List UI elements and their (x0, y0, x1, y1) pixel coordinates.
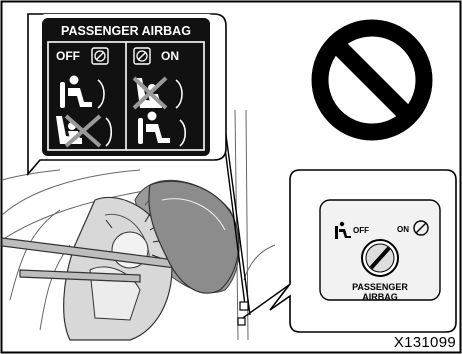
label-title: PASSENGER AIRBAG (61, 24, 191, 38)
figure-code: X131099 (394, 334, 456, 351)
indicator-location-marker (240, 302, 248, 310)
indicator-on-text: ON (397, 225, 409, 234)
airbag-label-callout: PASSENGER AIRBAG OFF ON (28, 14, 226, 174)
indicator-caption-line1: PASSENGER (352, 282, 408, 292)
indicator-closeup-callout: OFF ON PASSENGER AIRBAG (270, 170, 456, 332)
indicator-location-marker-2 (238, 318, 245, 325)
label-on-text: ON (161, 49, 179, 63)
key-switch-icon[interactable] (362, 240, 398, 276)
label-off-text: OFF (56, 49, 80, 63)
indicator-off-text: OFF (353, 226, 369, 235)
indicator-caption-line2: AIRBAG (362, 292, 398, 302)
